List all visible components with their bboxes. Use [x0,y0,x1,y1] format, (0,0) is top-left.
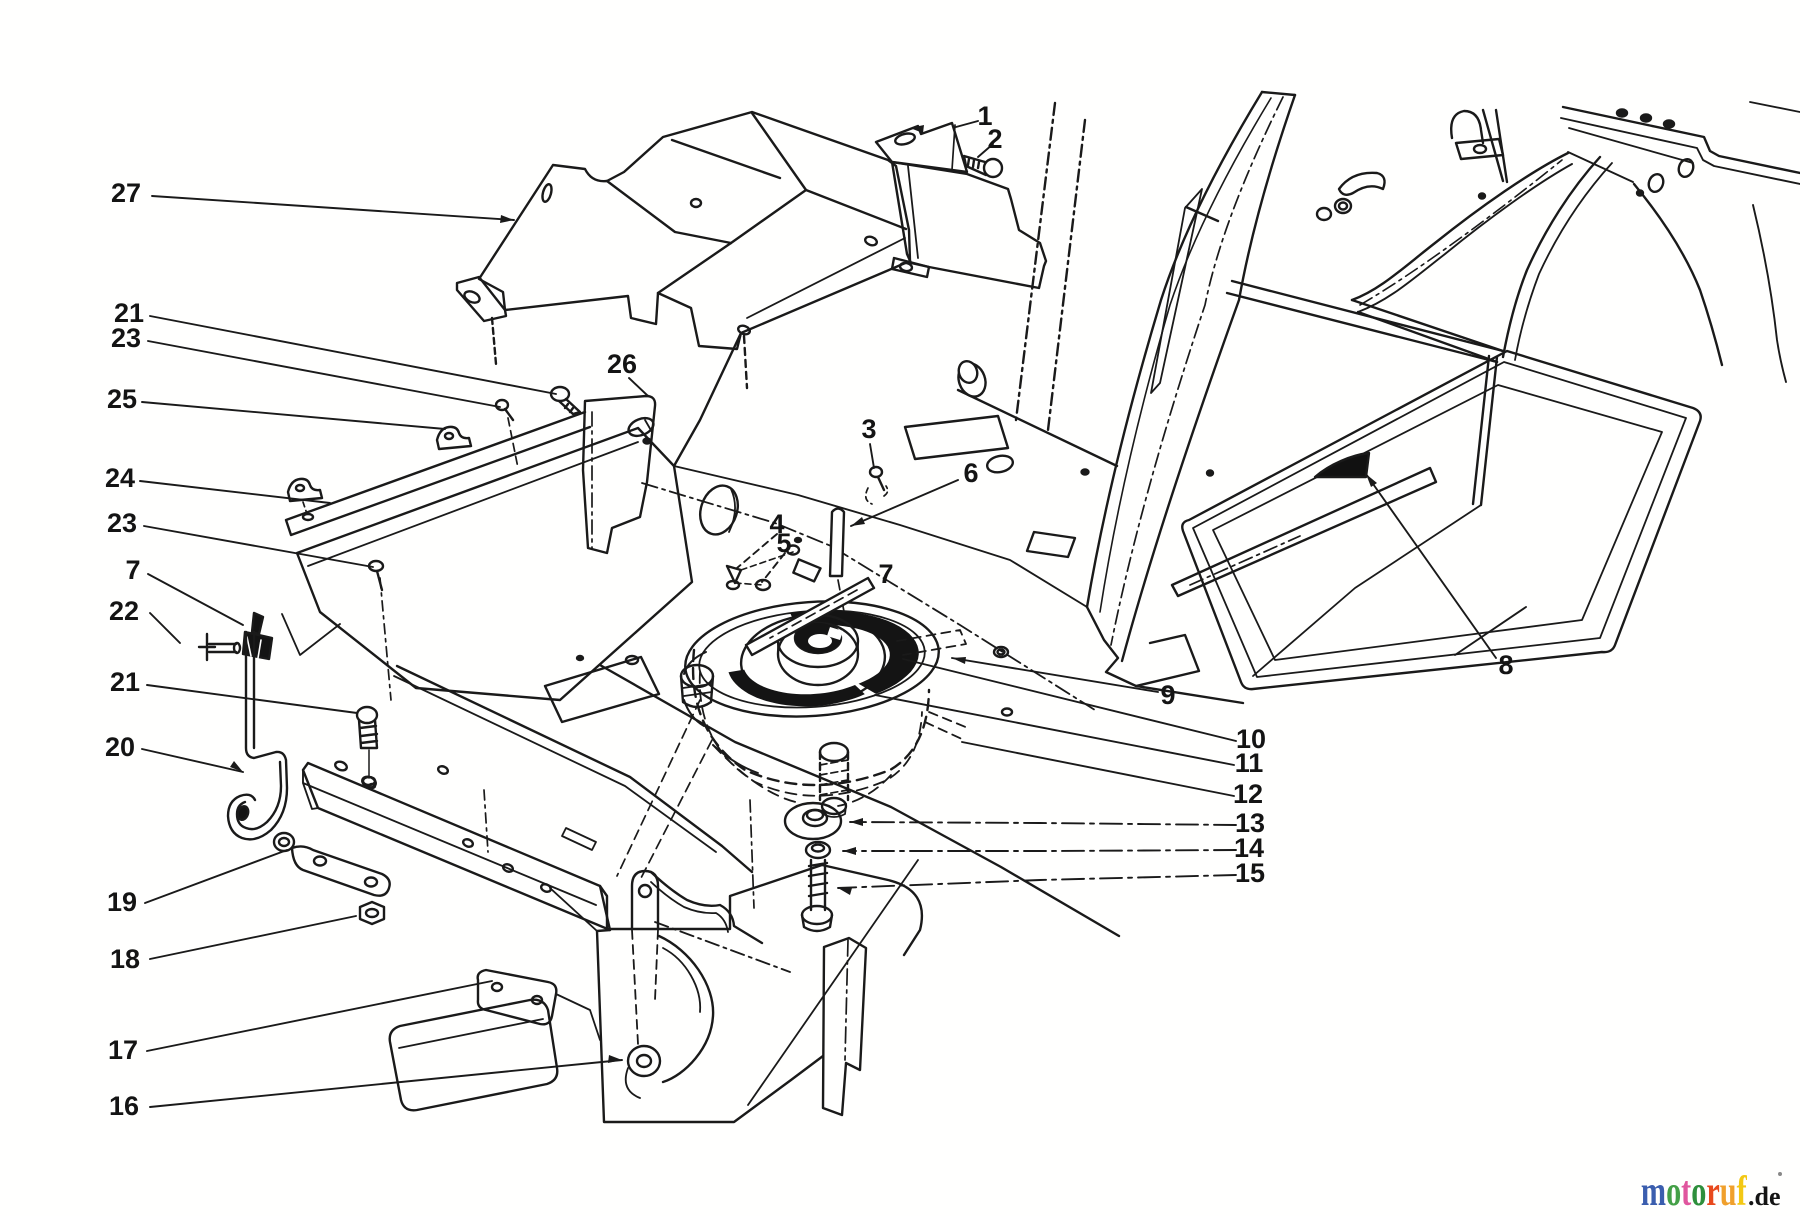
svg-text:18: 18 [110,944,140,974]
svg-text:26: 26 [607,349,637,379]
svg-text:19: 19 [107,887,137,917]
svg-text:.de: .de [1748,1182,1781,1211]
svg-text:2: 2 [987,124,1002,154]
svg-text:4: 4 [769,509,784,539]
svg-text:15: 15 [1235,858,1265,888]
svg-text:24: 24 [105,463,135,493]
svg-text:13: 13 [1235,808,1265,838]
svg-text:14: 14 [1234,833,1264,863]
svg-text:7: 7 [878,559,893,589]
svg-text:27: 27 [111,178,141,208]
svg-text:17: 17 [108,1035,138,1065]
svg-text:21: 21 [114,298,144,328]
svg-text:motoruf: motoruf [1641,1167,1747,1214]
svg-text:3: 3 [861,414,876,444]
svg-text:10: 10 [1236,724,1266,754]
svg-text:20: 20 [105,732,135,762]
svg-text:8: 8 [1498,650,1513,680]
svg-text:23: 23 [111,323,141,353]
svg-text:1: 1 [977,101,992,131]
svg-text:5: 5 [776,528,791,558]
svg-text:6: 6 [963,458,978,488]
svg-text:21: 21 [110,667,140,697]
svg-text:7: 7 [125,555,140,585]
svg-text:9: 9 [1160,680,1175,710]
svg-text:22: 22 [109,596,139,626]
svg-text:23: 23 [107,508,137,538]
svg-text:11: 11 [1235,748,1264,778]
svg-text:16: 16 [109,1091,139,1121]
svg-text:25: 25 [107,384,137,414]
svg-text:12: 12 [1233,779,1263,809]
